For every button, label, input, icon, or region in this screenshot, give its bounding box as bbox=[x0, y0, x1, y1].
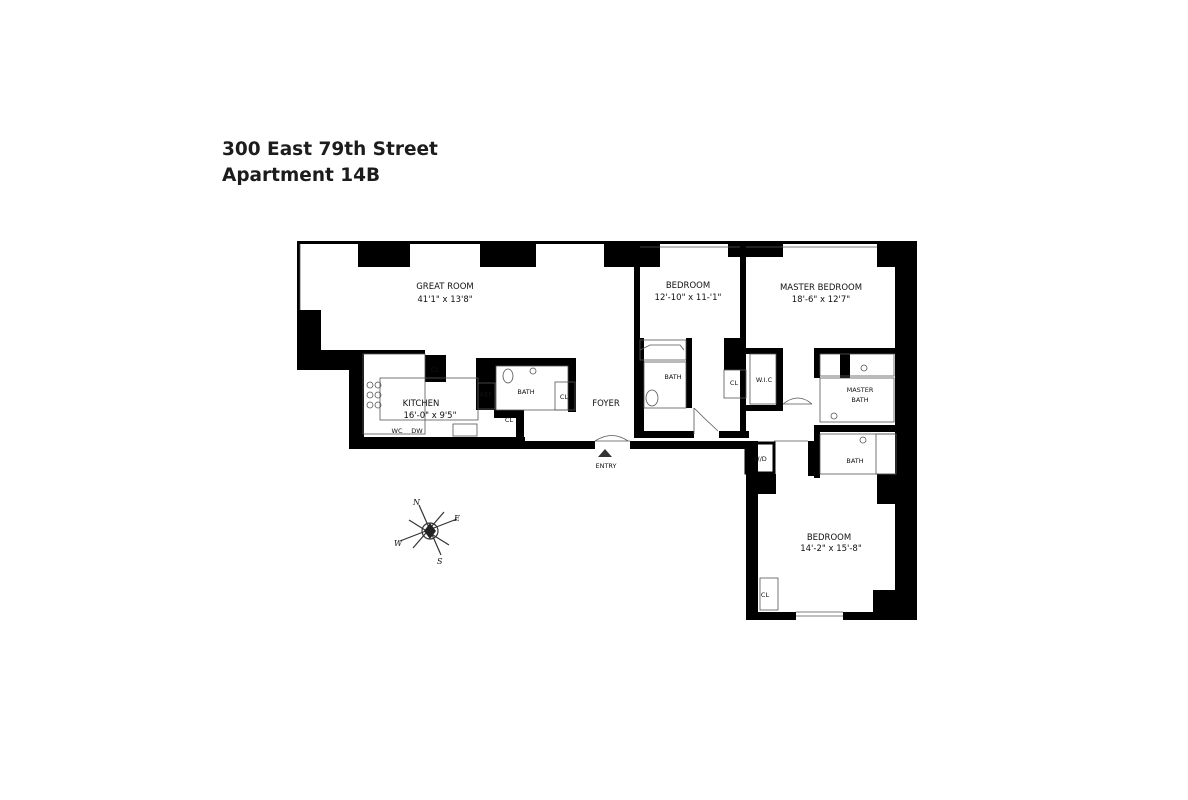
fixtures bbox=[299, 244, 897, 617]
compass-e: E bbox=[453, 514, 460, 523]
bedroom1-name: BEDROOM bbox=[666, 281, 710, 291]
bath1-label: BATH bbox=[517, 388, 534, 396]
bedroom1-dims: 12'-10" x 11-'1" bbox=[655, 293, 722, 303]
bedroom2-dims: 14'-2" x 15'-8" bbox=[800, 544, 862, 554]
wc-label: WC bbox=[392, 427, 403, 435]
compass-s: S bbox=[437, 557, 443, 566]
master-bedroom-name: MASTER BEDROOM bbox=[780, 283, 862, 293]
address-title: 300 East 79th Street bbox=[222, 139, 438, 160]
bath2-label: BATH bbox=[664, 373, 681, 381]
closet-bedroom2-label: CL bbox=[761, 591, 770, 599]
bedroom2-name: BEDROOM bbox=[807, 533, 851, 543]
ref-label: REF bbox=[480, 391, 493, 399]
room-labels: GREAT ROOM 41'1" x 13'8" KITCHEN 16'-0" … bbox=[392, 281, 874, 599]
compass-rose-icon: N E S W bbox=[394, 498, 460, 566]
wd-label: W/D bbox=[753, 455, 767, 463]
bath3-label: BATH bbox=[846, 457, 863, 465]
foyer-label: FOYER bbox=[592, 399, 620, 409]
compass-w: W bbox=[394, 539, 403, 548]
master-bath-label-2: BATH bbox=[851, 396, 868, 404]
closet-kitchen-label: CL bbox=[431, 366, 440, 374]
closet-bedroom1-label: CL bbox=[730, 379, 739, 387]
entry-label: ENTRY bbox=[595, 462, 616, 470]
dw-label: DW bbox=[411, 427, 423, 435]
great-room-dims: 41'1" x 13'8" bbox=[417, 295, 472, 305]
closet-bath-label: CL bbox=[560, 393, 569, 401]
stove-icon bbox=[366, 381, 382, 409]
closet-hall-label: CL bbox=[505, 416, 514, 424]
kitchen-dims: 16'-0" x 9'5" bbox=[403, 411, 456, 421]
entry-arrow-icon bbox=[598, 449, 612, 457]
interior-walls bbox=[363, 248, 896, 478]
apartment-title: Apartment 14B bbox=[222, 165, 381, 186]
master-bedroom-dims: 18'-6" x 12'7" bbox=[792, 295, 851, 305]
master-bath-label-1: MASTER bbox=[847, 386, 874, 394]
exterior-walls bbox=[297, 241, 917, 620]
wic-label: W.I.C bbox=[756, 376, 773, 384]
kitchen-name: KITCHEN bbox=[403, 399, 440, 409]
compass-n: N bbox=[412, 498, 421, 507]
great-room-name: GREAT ROOM bbox=[416, 282, 474, 292]
